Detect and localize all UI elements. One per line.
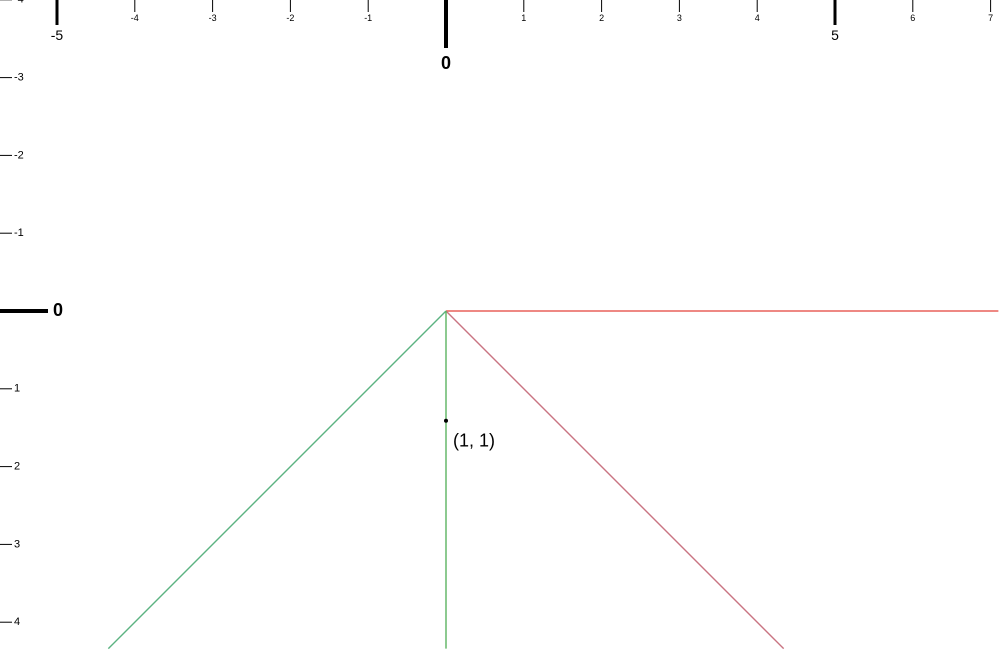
x-tick-label: 1 [521, 13, 526, 23]
point-marker [444, 418, 448, 423]
x-tick-label: -2 [286, 13, 294, 23]
x-axis-ruler: -5 -4 -3 -2 -1 0 1 2 3 4 5 6 7 [51, 0, 993, 73]
y-tick-label: 4 [14, 616, 20, 628]
y-axis-ruler: -4 -3 -2 -1 0 1 2 3 4 [0, 0, 63, 628]
x-tick-label: 5 [831, 27, 839, 43]
y-tick-label: -3 [14, 72, 24, 84]
y-tick-label: 1 [14, 383, 20, 395]
x-tick-label: 7 [988, 13, 993, 23]
x-tick-label: -1 [364, 13, 372, 23]
x-tick-label: 3 [677, 13, 682, 23]
point-marker-group: (1, 1) [444, 418, 495, 451]
point-label: (1, 1) [453, 431, 495, 451]
y-tick-label: 2 [14, 461, 20, 473]
y-tick-label: -4 [14, 0, 24, 6]
series-line [107, 310, 447, 650]
x-tick-label: -3 [209, 13, 217, 23]
x-tick-label: 4 [755, 13, 760, 23]
x-tick-label: 0 [441, 53, 451, 73]
series-lines [107, 310, 999, 650]
y-tick-label: -1 [14, 227, 24, 239]
y-tick-label: 0 [53, 300, 63, 320]
x-tick-label: -5 [51, 27, 64, 43]
y-tick-label: -2 [14, 149, 24, 161]
x-tick-label: -4 [131, 13, 139, 23]
series-line [445, 310, 785, 650]
x-tick-label: 6 [910, 13, 915, 23]
x-tick-label: 2 [599, 13, 604, 23]
y-tick-label: 3 [14, 538, 20, 550]
